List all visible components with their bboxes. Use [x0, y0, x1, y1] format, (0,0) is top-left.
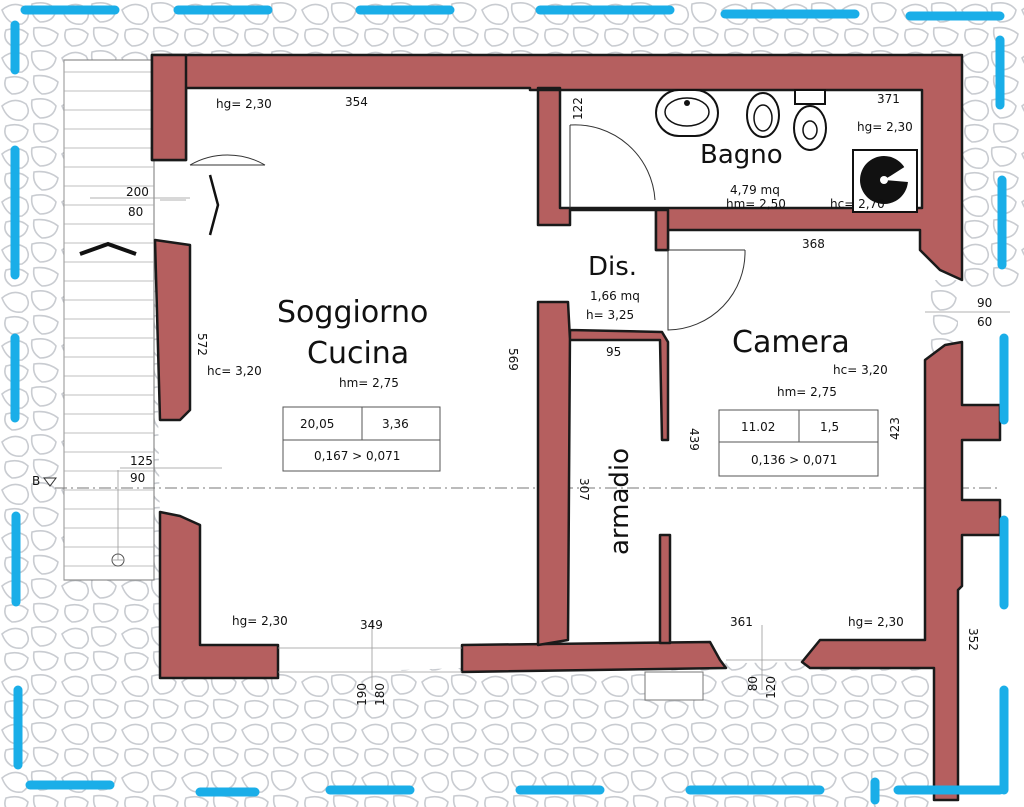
soggiorno-hg-bottom: hg= 2,30	[232, 614, 288, 628]
sink-icon	[655, 89, 719, 137]
dim-572: 572	[195, 333, 209, 356]
dis-area: 1,66 mq	[590, 289, 640, 303]
soggiorno-label: Soggiorno	[277, 295, 428, 330]
dim-200: 200	[126, 185, 149, 199]
property-boundary	[10, 5, 1009, 805]
camera-table-ratio: 0,136 > 0,071	[751, 453, 837, 467]
soggiorno-table-area: 20,05	[300, 417, 334, 431]
dim-371: 371	[877, 92, 900, 106]
dim-352: 352	[966, 628, 980, 651]
dim-120: 120	[764, 676, 778, 699]
soggiorno-hm: hm= 2,75	[339, 376, 399, 390]
dim-90-left: 90	[130, 471, 145, 485]
dim-80-bottom: 80	[746, 676, 760, 691]
dim-60: 60	[977, 315, 992, 329]
camera-label: Camera	[732, 325, 850, 360]
dim-349: 349	[360, 618, 383, 632]
dim-90-right: 90	[977, 296, 992, 310]
bagno-hg: hg= 2,30	[857, 120, 913, 134]
bidet-icon	[746, 92, 780, 138]
bagno-hc: hc= 2,70	[830, 197, 885, 211]
dim-361: 361	[730, 615, 753, 629]
soggiorno-table	[282, 406, 441, 472]
dis-label: Dis.	[588, 252, 637, 282]
shower-icon	[852, 149, 918, 213]
camera-table-window: 1,5	[820, 420, 839, 434]
dim-180: 180	[373, 683, 387, 706]
dim-368: 368	[802, 237, 825, 251]
section-mark: B	[32, 474, 40, 488]
bathroom-fixtures	[655, 89, 918, 213]
dim-439: 439	[687, 428, 701, 451]
camera-hm: hm= 2,75	[777, 385, 837, 399]
dim-95: 95	[606, 345, 621, 359]
camera-hc: hc= 3,20	[833, 363, 888, 377]
dim-423: 423	[888, 417, 902, 440]
walls	[150, 53, 1002, 802]
dim-122: 122	[571, 97, 585, 120]
bagno-area: 4,79 mq	[730, 183, 780, 197]
camera-table-area: 11.02	[741, 420, 775, 434]
stair-arrow-icon	[79, 241, 137, 256]
dim-569: 569	[506, 348, 520, 371]
camera-hg: hg= 2,30	[848, 615, 904, 629]
camera-table	[718, 409, 879, 477]
dim-80-left: 80	[128, 205, 143, 219]
armadio-label: armadio	[605, 448, 635, 555]
doors	[189, 124, 746, 331]
soggiorno-hg-top: hg= 2,30	[216, 97, 272, 111]
cucina-label: Cucina	[307, 336, 409, 371]
bagno-hm: hm= 2,50	[726, 197, 786, 211]
toilet-icon	[793, 89, 827, 151]
staircase	[63, 59, 155, 581]
dim-307: 307	[577, 478, 591, 501]
dis-h: h= 3,25	[586, 308, 634, 322]
soggiorno-table-window: 3,36	[382, 417, 409, 431]
soggiorno-hc: hc= 3,20	[207, 364, 262, 378]
soggiorno-table-ratio: 0,167 > 0,071	[314, 449, 400, 463]
dim-190: 190	[355, 683, 369, 706]
section-triangle-icon	[43, 477, 57, 487]
dim-125: 125	[130, 454, 153, 468]
openings	[90, 197, 1010, 701]
bagno-label: Bagno	[700, 140, 783, 170]
dim-354: 354	[345, 95, 368, 109]
